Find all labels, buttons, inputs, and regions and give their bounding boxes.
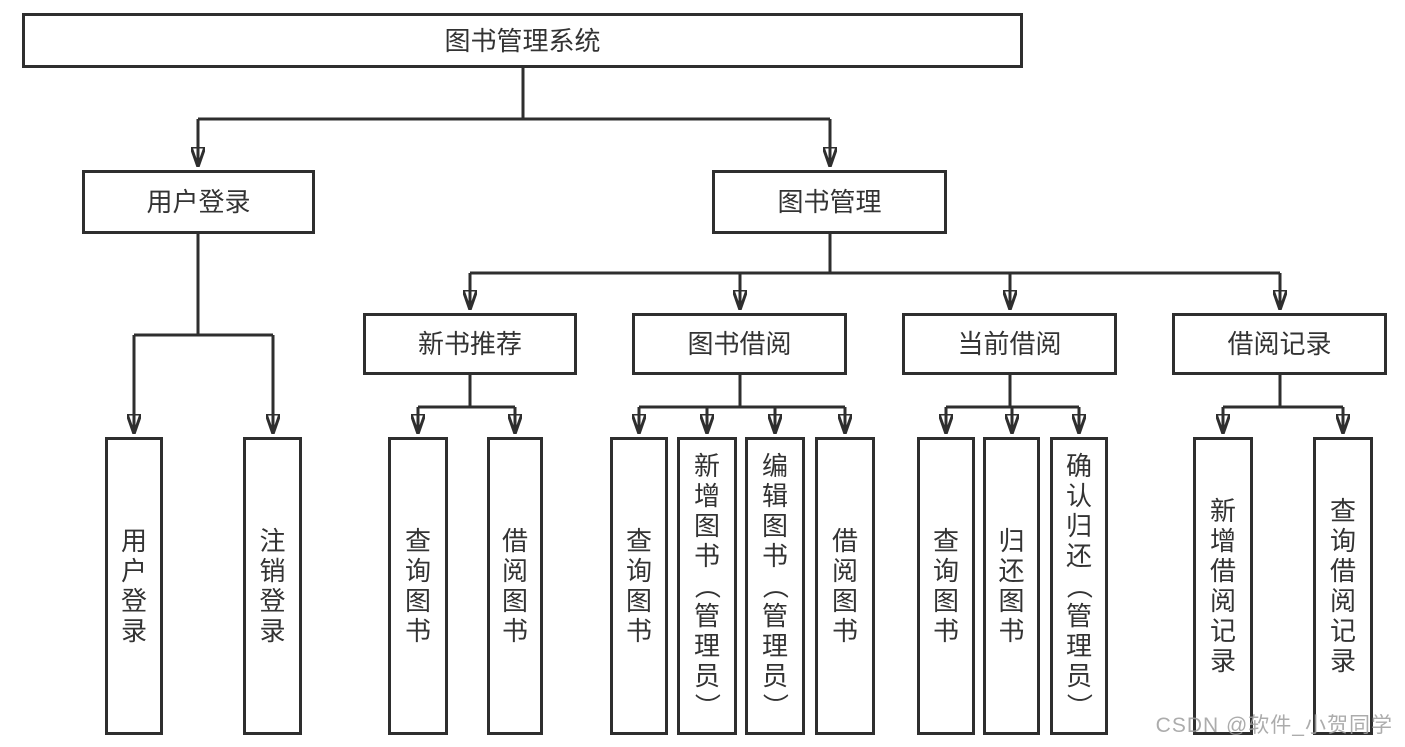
leaf-confirm-return-admin: 确认归还（管理员）: [1050, 437, 1108, 735]
leaf-confirm-return-admin-label: 确认归还（管理员）: [1063, 451, 1094, 720]
leaf-query-books-recommend-label: 查询图书: [404, 526, 431, 646]
leaf-return-book: 归还图书: [983, 437, 1040, 735]
leaf-borrow-books-recommend: 借阅图书: [487, 437, 543, 735]
leaf-return-book-label: 归还图书: [998, 526, 1025, 646]
leaf-add-borrow-record-label: 新增借阅记录: [1209, 496, 1236, 676]
csdn-watermark: CSDN @软件_小贺同学: [1155, 714, 1393, 737]
leaf-edit-book-admin-label: 编辑图书（管理员）: [759, 451, 790, 720]
node-book-borrowing: 图书借阅: [632, 313, 847, 375]
leaf-borrow-books-borrow: 借阅图书: [815, 437, 875, 735]
leaf-borrow-books-borrow-label: 借阅图书: [831, 526, 858, 646]
leaf-add-borrow-record: 新增借阅记录: [1193, 437, 1253, 735]
leaf-logout: 注销登录: [243, 437, 302, 735]
node-borrowing-records: 借阅记录: [1172, 313, 1387, 375]
leaf-query-borrow-record-label: 查询借阅记录: [1329, 496, 1356, 676]
node-current-borrowing: 当前借阅: [902, 313, 1117, 375]
node-book-management: 图书管理: [712, 170, 947, 234]
leaf-borrow-books-recommend-label: 借阅图书: [501, 526, 528, 646]
leaf-user-login: 用户登录: [105, 437, 163, 735]
leaf-add-book-admin: 新增图书（管理员）: [677, 437, 737, 735]
node-user-login-branch: 用户登录: [82, 170, 315, 234]
leaf-query-books-borrow: 查询图书: [610, 437, 668, 735]
leaf-query-borrow-record: 查询借阅记录: [1313, 437, 1373, 735]
node-library-management-system: 图书管理系统: [22, 13, 1023, 68]
leaf-query-books-current-label: 查询图书: [932, 526, 959, 646]
leaf-edit-book-admin: 编辑图书（管理员）: [745, 437, 805, 735]
leaf-query-books-recommend: 查询图书: [388, 437, 448, 735]
node-new-book-recommend: 新书推荐: [363, 313, 577, 375]
leaf-query-books-current: 查询图书: [917, 437, 975, 735]
leaf-logout-label: 注销登录: [259, 526, 286, 646]
leaf-user-login-label: 用户登录: [120, 526, 147, 646]
leaf-add-book-admin-label: 新增图书（管理员）: [691, 451, 722, 720]
leaf-query-books-borrow-label: 查询图书: [625, 526, 652, 646]
